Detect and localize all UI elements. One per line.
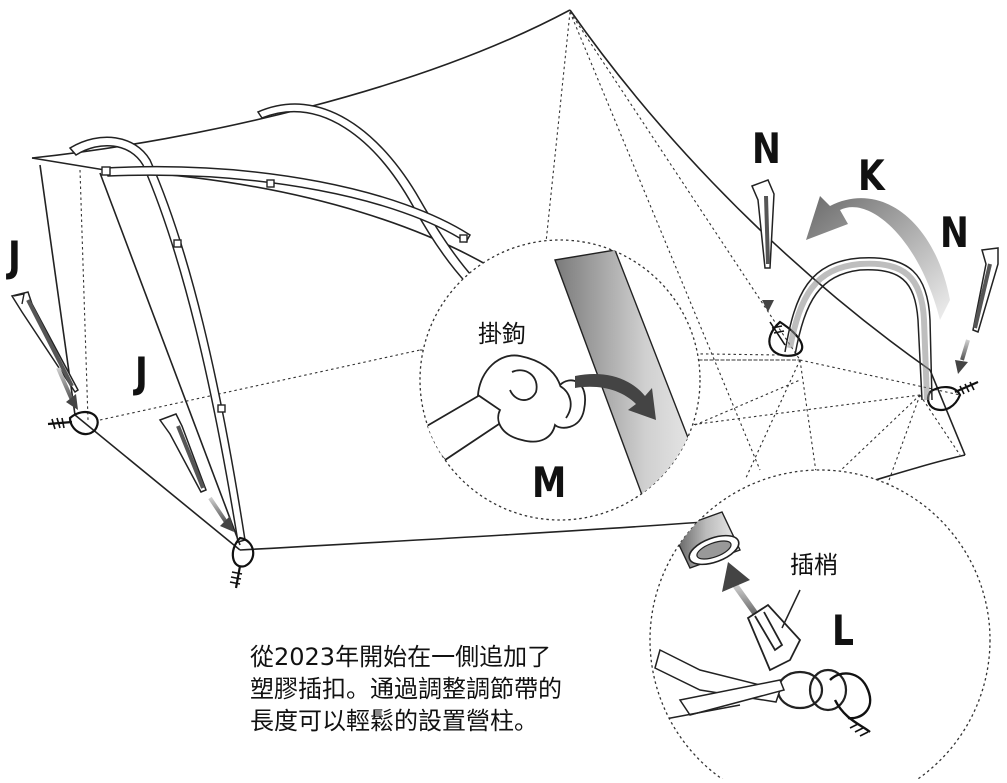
label-hook: 掛鉤 bbox=[478, 320, 526, 348]
label-k: K bbox=[858, 151, 885, 200]
pole-joints bbox=[101, 166, 468, 413]
stake-j-center bbox=[158, 413, 207, 493]
stake-j-left bbox=[10, 291, 79, 394]
arrow-k bbox=[806, 196, 950, 320]
label-m: M bbox=[532, 458, 567, 507]
arrow-j-left bbox=[56, 367, 74, 401]
arrow-n-right bbox=[960, 339, 970, 361]
loop-j-center bbox=[229, 536, 255, 589]
label-n-left: N bbox=[752, 124, 781, 173]
stake-n-left bbox=[751, 179, 775, 269]
label-pin: 插梢 bbox=[790, 551, 838, 579]
note-line-2: 塑膠插扣。通過調整調節帶的 bbox=[250, 674, 562, 703]
zoom-circle-l bbox=[649, 469, 991, 783]
webbing bbox=[654, 648, 786, 721]
vestibule-arch bbox=[784, 256, 933, 401]
note-line-3: 長度可以輕鬆的設置營柱。 bbox=[250, 706, 538, 735]
stake-n-right bbox=[972, 247, 999, 334]
label-l: L bbox=[832, 606, 854, 655]
label-n-right: N bbox=[940, 208, 969, 257]
note-line-1: 從2023年開始在一側追加了 bbox=[250, 643, 552, 671]
arrow-m bbox=[575, 374, 656, 420]
tent-poles bbox=[68, 103, 522, 543]
label-j-center: J bbox=[135, 348, 148, 397]
cord-loop bbox=[829, 672, 872, 737]
pin-buckle bbox=[746, 603, 848, 712]
hook-clip bbox=[420, 354, 586, 462]
loop-j-left bbox=[47, 411, 99, 436]
loop-n-right bbox=[926, 380, 979, 412]
description-note: 從2023年開始在一側追加了 塑膠插扣。通過調整調節帶的 長度可以輕鬆的設置營柱… bbox=[250, 642, 630, 738]
label-j-left: J bbox=[8, 232, 21, 281]
zoom-leader-lines bbox=[694, 359, 801, 426]
pin-pointer bbox=[781, 589, 801, 629]
arrow-j-center bbox=[208, 496, 228, 524]
